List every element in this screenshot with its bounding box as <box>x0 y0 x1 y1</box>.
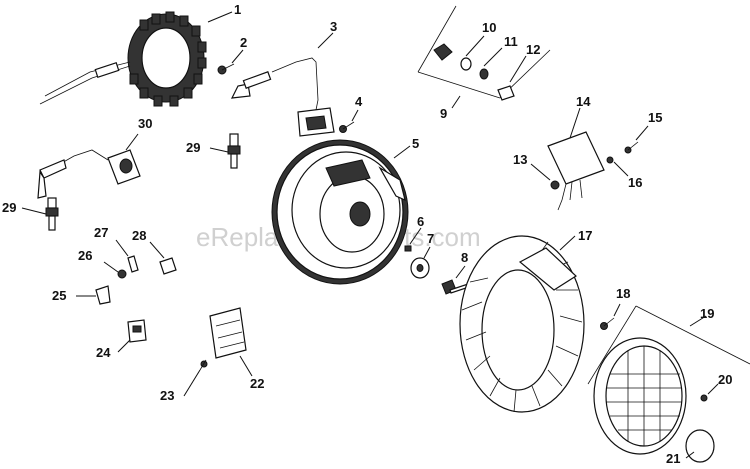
leader-line-12 <box>509 55 527 83</box>
part-nut-26 <box>117 269 127 279</box>
leader-line-30 <box>125 133 139 151</box>
leader-line-19 <box>689 315 707 327</box>
part-stator <box>39 11 207 107</box>
callout-19: 19 <box>700 306 714 321</box>
callout-12: 12 <box>526 42 540 57</box>
part-spark-plug-29a <box>227 133 241 169</box>
leader-line-13 <box>530 163 551 181</box>
part-fan-17 <box>459 235 585 413</box>
leader-line-11 <box>483 47 503 67</box>
callout-14: 14 <box>576 94 591 109</box>
part-flywheel <box>271 139 409 285</box>
callout-18: 18 <box>616 286 630 301</box>
callout-26: 26 <box>78 248 92 263</box>
leader-line-18 <box>613 303 621 317</box>
leader-line-29b <box>21 207 47 215</box>
callout-25: 25 <box>52 288 66 303</box>
leader-line-22 <box>239 355 253 377</box>
leader-line-5 <box>393 145 411 159</box>
part-ignition-module <box>230 57 335 137</box>
part-regulator-22 <box>199 307 247 371</box>
part-spark-plug-29b <box>45 197 59 231</box>
part-plate-24 <box>127 319 147 343</box>
callout-17: 17 <box>578 228 592 243</box>
part-ignition-coil-30 <box>37 149 141 199</box>
leader-line-1 <box>207 11 233 23</box>
callout-7: 7 <box>427 231 434 246</box>
leader-line-10 <box>465 35 485 57</box>
callout-6: 6 <box>417 214 424 229</box>
leader-line-3 <box>317 32 334 49</box>
callout-30: 30 <box>138 116 152 131</box>
part-screw-18 <box>600 317 615 330</box>
leader-line-16 <box>613 161 629 177</box>
callout-9: 9 <box>440 106 447 121</box>
leader-line-9 <box>451 95 461 109</box>
callout-1: 1 <box>234 2 241 17</box>
part-grille-19 <box>587 305 750 463</box>
part-clip-28 <box>159 257 177 275</box>
leader-line-23 <box>183 369 201 397</box>
callout-29b: 29 <box>2 200 16 215</box>
leader-line-29a <box>209 147 229 153</box>
callout-27: 27 <box>94 225 108 240</box>
callout-15: 15 <box>648 110 662 125</box>
leader-line-7 <box>423 246 431 259</box>
leader-line-26 <box>103 261 119 273</box>
callout-13: 13 <box>513 152 527 167</box>
part-terminal-25 <box>95 285 111 305</box>
leader-line-2 <box>231 49 244 64</box>
callout-5: 5 <box>412 136 419 151</box>
leader-line-21 <box>685 451 695 459</box>
callout-21: 21 <box>666 451 680 466</box>
callout-3: 3 <box>330 19 337 34</box>
leader-line-24 <box>117 339 131 353</box>
part-key-6 <box>404 245 412 252</box>
callout-4: 4 <box>355 94 363 109</box>
part-screw-15 <box>624 141 639 154</box>
callout-24: 24 <box>96 345 111 360</box>
callout-10: 10 <box>482 20 496 35</box>
leader-line-8 <box>455 265 466 279</box>
callout-29a: 29 <box>186 140 200 155</box>
callout-20: 20 <box>718 372 732 387</box>
part-bolt-8 <box>441 279 470 295</box>
callout-22: 22 <box>250 376 264 391</box>
leader-line-15 <box>635 125 649 141</box>
part-screw-2 <box>217 63 235 75</box>
part-screw-4 <box>339 121 355 133</box>
callout-11: 11 <box>504 34 518 49</box>
callout-2: 2 <box>240 35 247 50</box>
leader-line-6 <box>409 227 422 245</box>
part-group-9 <box>417 5 551 101</box>
leader-line-14 <box>569 107 581 139</box>
callout-16: 16 <box>628 175 642 190</box>
callout-28: 28 <box>132 228 146 243</box>
leader-line-4 <box>351 109 359 122</box>
leader-line-20 <box>707 383 719 395</box>
leader-line-17 <box>559 235 576 251</box>
part-clip-27 <box>127 255 139 273</box>
leader-line-28 <box>149 241 165 259</box>
part-rectifier-14 <box>547 131 614 211</box>
leader-line-27 <box>115 239 129 257</box>
callout-8: 8 <box>461 250 468 265</box>
part-washer-7 <box>410 257 430 279</box>
callout-23: 23 <box>160 388 174 403</box>
